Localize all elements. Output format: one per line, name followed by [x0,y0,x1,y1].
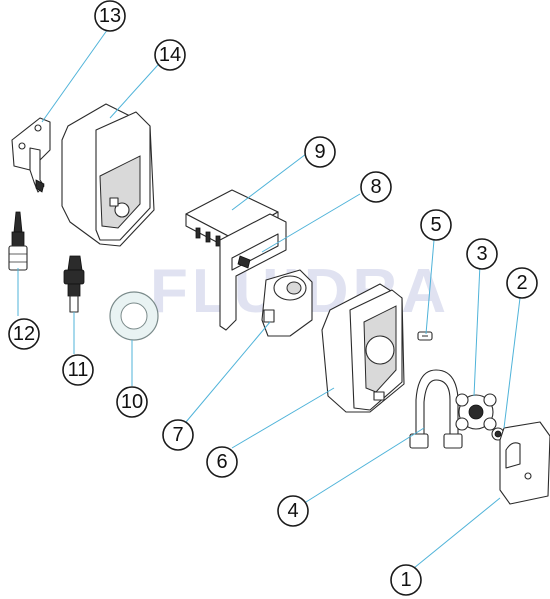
part-10-ring [109,291,159,341]
callout-9: 9 [304,136,336,168]
part-11-foot-valve [63,255,85,313]
callout-4: 4 [277,495,309,527]
callout-label: 6 [216,451,227,473]
leader-lines [17,25,521,569]
callout-13: 13 [94,0,126,32]
callout-label: 8 [370,176,381,198]
callout-7: 7 [162,419,194,451]
part-1-front-cover [499,421,550,505]
part-14-housing [61,103,155,247]
callout-10: 10 [116,386,148,418]
part-12-injection-valve [8,211,28,271]
part-8-frame [219,213,287,331]
callout-label: 2 [516,272,527,294]
part-13-wall-bracket [11,117,51,193]
callout-label: 9 [314,141,325,163]
callout-label: 3 [476,243,487,265]
callout-14: 14 [154,39,186,71]
callout-11: 11 [62,354,94,386]
part-6-pump-body [321,283,405,413]
callout-label: 1 [400,569,411,591]
callout-8: 8 [360,171,392,203]
callout-5: 5 [420,209,452,241]
callout-label: 14 [159,44,181,66]
callout-2: 2 [506,267,538,299]
callout-label: 5 [430,214,441,236]
callout-label: 10 [121,391,143,413]
part-3-roller-assembly [455,393,497,431]
part-7-motor [261,269,313,337]
callout-label: 12 [13,323,35,345]
callout-label: 4 [287,500,298,522]
callout-label: 13 [99,5,121,27]
callout-3: 3 [466,238,498,270]
callout-1: 1 [390,564,422,596]
part-4-tube [409,369,463,449]
callout-label: 11 [68,359,89,381]
callout-12: 12 [8,318,40,350]
callout-6: 6 [206,446,238,478]
part-5-screw [417,331,433,341]
callout-label: 7 [172,424,183,446]
